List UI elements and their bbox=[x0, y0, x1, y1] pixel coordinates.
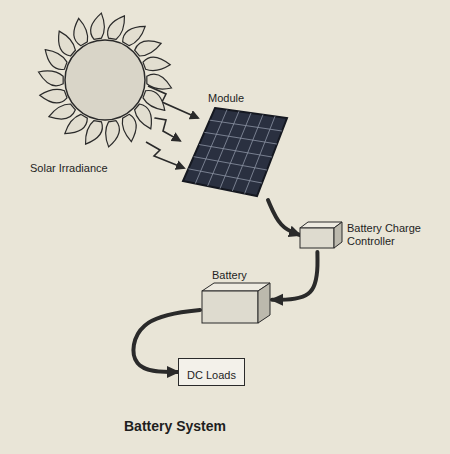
sun-ray bbox=[74, 18, 88, 45]
sun-figure bbox=[38, 13, 171, 147]
node-label: Solar Irradiance bbox=[30, 162, 108, 175]
sun-ray bbox=[91, 13, 105, 39]
sun-ray bbox=[147, 74, 172, 89]
battery-block bbox=[202, 283, 270, 323]
cell-line bbox=[188, 169, 262, 183]
sun-ray bbox=[135, 104, 152, 129]
solar-panel bbox=[183, 108, 287, 196]
sun-ray bbox=[108, 16, 125, 40]
sun-ray bbox=[49, 104, 75, 119]
sun-ray bbox=[122, 114, 136, 141]
sun-ray bbox=[38, 71, 63, 86]
sun-ray bbox=[59, 31, 76, 56]
box-front bbox=[202, 291, 258, 323]
sun-ray bbox=[40, 89, 67, 103]
flow-arrow bbox=[155, 118, 180, 141]
cell-line bbox=[210, 120, 282, 131]
irradiance-ray bbox=[146, 142, 184, 168]
battery-box: Battery bbox=[200, 265, 272, 325]
solar-module: Module bbox=[180, 88, 290, 200]
load-box: DC Loads bbox=[178, 358, 245, 386]
cell-line bbox=[194, 157, 267, 170]
node-label: DC Loads bbox=[187, 369, 236, 382]
flow-arrow bbox=[272, 252, 318, 300]
box-side bbox=[334, 222, 342, 248]
flow-arrow bbox=[268, 200, 300, 235]
sun-ray bbox=[106, 121, 120, 147]
diagram-title: Battery System bbox=[124, 418, 226, 434]
node-label: Battery Charge Controller bbox=[347, 222, 441, 248]
box-front bbox=[300, 228, 334, 248]
panel-frame bbox=[183, 108, 287, 196]
load-outline bbox=[179, 359, 245, 386]
sun-ray bbox=[86, 121, 103, 145]
node-label: Module bbox=[208, 92, 244, 105]
solar-module-shape bbox=[180, 88, 290, 200]
charge-controller: Battery Charge Controller bbox=[300, 218, 445, 252]
sun-node: Solar Irradiance bbox=[25, 8, 155, 180]
sun-node-shape bbox=[25, 8, 155, 180]
box-side bbox=[258, 283, 270, 323]
sun-ray bbox=[143, 57, 170, 71]
sun-disc bbox=[65, 40, 145, 120]
cell-line bbox=[204, 132, 277, 144]
cell-line bbox=[199, 145, 272, 158]
controller-box bbox=[300, 222, 342, 248]
node-label: Battery bbox=[212, 269, 247, 282]
sun-ray bbox=[135, 41, 161, 56]
